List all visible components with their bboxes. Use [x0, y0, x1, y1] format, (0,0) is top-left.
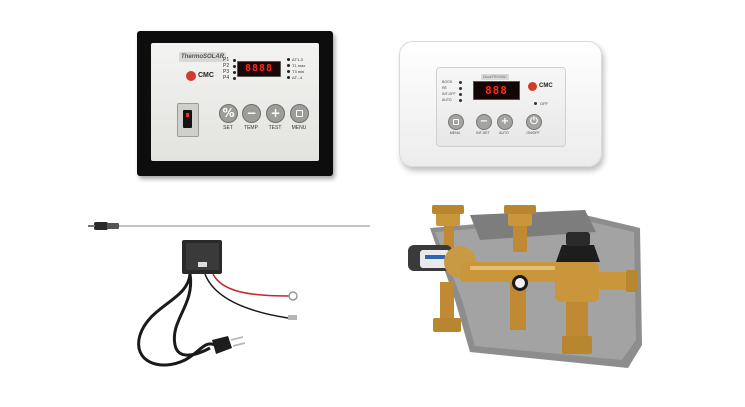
controller-faceplate: DualTRONIC 888 CMC BOOS RE INT-OFF AUTO …	[436, 67, 566, 147]
temp-label: TEMP	[244, 125, 258, 131]
indicator-int-off: INT-OFF	[442, 92, 456, 96]
auto-button[interactable]: +	[497, 114, 513, 130]
power-rocker-switch[interactable]	[177, 103, 199, 137]
brand-label: DualTRONIC	[481, 74, 509, 80]
menu-button[interactable]	[290, 104, 309, 123]
indicator-t3min: T3 min	[292, 69, 305, 74]
controller-faceplate: ThermoSOLAR CMC P1 P2 P3 P4 8888 ΔT1-3 T…	[151, 43, 319, 161]
indicator-p4: P4	[223, 75, 230, 81]
indicator-p1: P1	[223, 57, 230, 63]
on-off-button[interactable]: ⏻	[526, 114, 542, 130]
led-icon	[459, 87, 462, 90]
led-icon	[233, 59, 236, 62]
brand-label: ThermoSOLAR	[179, 52, 226, 62]
dualtronic-controller: DualTRONIC 888 CMC BOOS RE INT-OFF AUTO …	[399, 41, 602, 167]
indicator-re: RE	[442, 86, 447, 90]
led-icon	[233, 77, 236, 80]
cmc-logo-icon	[528, 82, 537, 91]
menu-label: MENU	[291, 125, 307, 131]
led-icon	[287, 58, 290, 61]
led-icon	[287, 64, 290, 67]
led-display: 8888	[237, 61, 281, 77]
led-display: 888	[473, 81, 520, 100]
indicator-dt13: ΔT1-3	[292, 57, 303, 62]
cmc-logo-icon	[186, 71, 196, 81]
int-set-button[interactable]: −	[476, 114, 492, 130]
logo-text: CMC	[539, 83, 553, 89]
led-icon	[534, 102, 537, 105]
menu-button[interactable]	[448, 114, 464, 130]
temperature-probe	[88, 222, 370, 230]
indicator-p3: P3	[223, 69, 230, 75]
indicator-t1max: T1 max	[292, 63, 306, 68]
led-icon	[459, 81, 462, 84]
indicator-p2: P2	[223, 63, 230, 69]
led-icon	[233, 71, 236, 74]
test-button[interactable]: +	[266, 104, 285, 123]
led-icon	[287, 70, 290, 73]
thermosolar-controller: ThermoSOLAR CMC P1 P2 P3 P4 8888 ΔT1-3 T…	[137, 31, 333, 176]
solar-pump-station	[408, 205, 642, 368]
led-icon	[459, 99, 462, 102]
int-set-label: INT-SET	[476, 131, 490, 135]
power-supply-unit	[137, 240, 298, 367]
set-button[interactable]: %	[219, 104, 238, 123]
auto-label: AUTO	[499, 131, 509, 135]
menu-label: MENU	[449, 131, 461, 135]
set-label: SET	[223, 125, 233, 131]
indicator-dt4: ΔT...4	[292, 75, 303, 80]
test-label: TEST	[268, 125, 282, 131]
led-icon	[233, 65, 236, 68]
off-label: OFF	[540, 101, 548, 106]
indicator-auto: AUTO	[442, 98, 452, 102]
indicator-boos: BOOS	[442, 80, 453, 84]
led-icon	[459, 93, 462, 96]
logo-text: CMC	[198, 72, 214, 79]
euro-plug	[212, 336, 246, 354]
on-off-label: ON/OFF	[526, 131, 540, 135]
led-icon	[287, 76, 290, 79]
temp-button[interactable]: −	[242, 104, 261, 123]
